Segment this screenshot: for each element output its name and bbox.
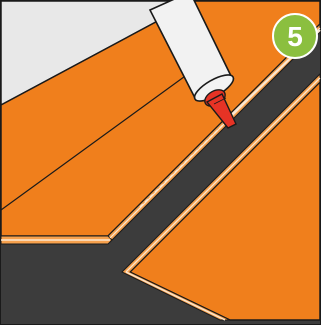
step-number-text: 5 [287,21,303,52]
step-number-badge: 5 [273,14,317,58]
